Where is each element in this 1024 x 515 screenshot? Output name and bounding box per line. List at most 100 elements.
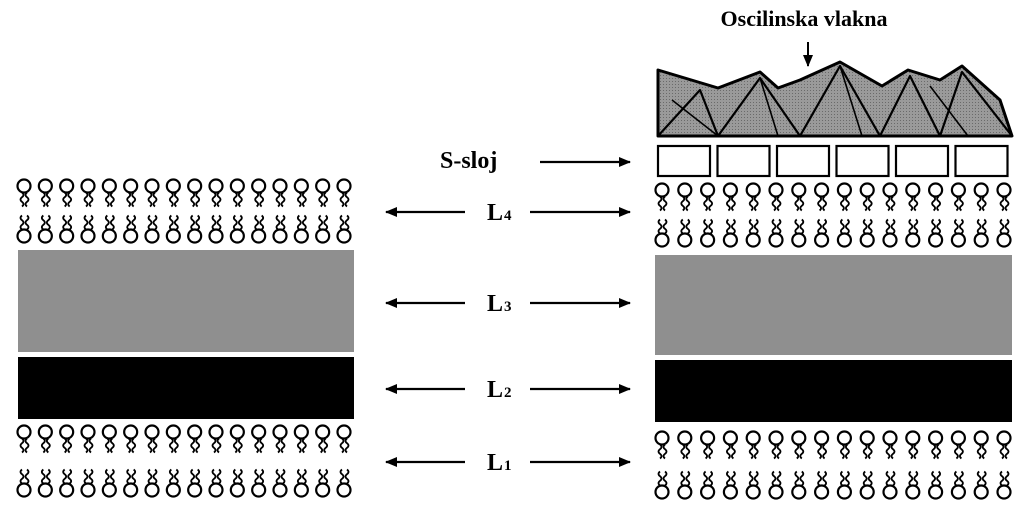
lipid-molecule <box>927 182 944 248</box>
lipid-molecule <box>293 424 309 498</box>
lipid-tail-icon <box>62 468 68 485</box>
lipid-tail-icon <box>931 443 936 460</box>
lipid-tail-icon <box>280 191 286 208</box>
lipid-tail-icon <box>817 470 822 487</box>
lipid-tail-icon <box>45 437 51 454</box>
lipid-head-icon <box>996 182 1012 198</box>
lipid-tail-icon <box>1004 218 1010 235</box>
lipid-tail-icon <box>19 214 25 231</box>
lipid-tail-icon <box>168 191 174 208</box>
lipid-head-icon <box>187 482 203 498</box>
lipid-head-icon <box>722 484 739 500</box>
lipid-tail-icon <box>862 443 868 460</box>
lipid-tail-icon <box>254 468 260 485</box>
lipid-tail-icon <box>168 437 174 454</box>
lipid-tail-icon <box>913 195 919 212</box>
lipid-tail-icon <box>88 191 94 208</box>
lipid-head-icon <box>654 484 670 500</box>
lipid-head-icon <box>677 484 693 500</box>
lipid-tail-icon <box>708 218 713 235</box>
lipid-tail-icon <box>890 443 896 460</box>
lipid-head-icon <box>144 482 160 498</box>
lipid-tail-icon <box>771 443 777 460</box>
lipid-tail-icon <box>680 470 686 487</box>
lipid-head-icon <box>315 482 331 498</box>
lipid-tail-icon <box>126 214 132 231</box>
lipid-head-icon <box>996 232 1012 248</box>
lipid-tail-icon <box>211 191 217 208</box>
lipid-tail-icon <box>232 214 238 231</box>
lipid-head-icon <box>123 228 139 244</box>
lipid-tail-icon <box>344 437 350 454</box>
lipid-head-icon <box>791 182 807 198</box>
lipid-tail-icon <box>45 468 51 485</box>
lipid-tail-icon <box>190 468 196 485</box>
lipid-molecule <box>315 424 331 498</box>
lipid-tail-icon <box>126 468 132 485</box>
lipid-molecule <box>813 182 830 248</box>
lipid-tail-icon <box>195 214 201 231</box>
lipid-head-icon <box>973 484 989 500</box>
lipid-tail-icon <box>131 214 137 231</box>
lipid-tail-icon <box>794 218 800 235</box>
lipid-tail-icon <box>748 218 754 235</box>
lipid-tail-icon <box>726 470 731 487</box>
lipid-tail-icon <box>799 218 805 235</box>
lipid-molecule <box>187 178 203 244</box>
lipid-tail-icon <box>275 468 281 485</box>
lipid-tail-icon <box>1004 195 1010 212</box>
lipid-tail-icon <box>24 214 30 231</box>
lipid-head-icon <box>272 424 288 440</box>
lipid-tail-icon <box>771 195 777 212</box>
lipid-tail-icon <box>147 191 153 208</box>
lipid-head-icon <box>165 482 181 498</box>
lipid-tail-icon <box>173 191 179 208</box>
lipid-head-icon <box>315 424 331 440</box>
lipid-molecule <box>836 430 853 500</box>
lipid-tail-icon <box>913 218 919 235</box>
lipid-head-icon <box>677 430 693 446</box>
lipid-molecule <box>80 178 96 244</box>
s-layer-label-group: S-sloj <box>440 148 631 174</box>
l2-label-group: L2 <box>385 377 631 403</box>
lipid-tail-icon <box>908 470 914 487</box>
s-layer-unit <box>716 144 771 178</box>
lipid-head-icon <box>37 482 53 498</box>
lipid-tail-icon <box>753 218 759 235</box>
lipid-molecule <box>973 430 989 500</box>
lipid-tail-icon <box>845 195 850 212</box>
lipid-tail-icon <box>173 468 179 485</box>
lipid-head-icon <box>791 232 807 248</box>
lipid-head-icon <box>315 228 331 244</box>
lipid-tail-icon <box>885 195 891 212</box>
lipid-head-icon <box>59 178 75 194</box>
lipid-molecule <box>905 430 921 500</box>
l4-label: L4 <box>487 200 512 226</box>
lipid-molecule <box>859 182 875 248</box>
s-layer-unit <box>894 144 950 178</box>
lipid-head-icon <box>336 178 352 194</box>
lipid-tail-icon <box>794 470 800 487</box>
lipid-molecule <box>745 182 761 248</box>
lipid-head-icon <box>229 228 245 244</box>
lipid-molecule <box>16 178 32 244</box>
lipid-tail-icon <box>708 470 713 487</box>
lipid-tail-icon <box>318 214 324 231</box>
lipid-tail-icon <box>999 218 1005 235</box>
lipid-molecule <box>768 182 784 248</box>
lipid-head-icon <box>813 232 830 248</box>
lipid-tail-icon <box>190 214 196 231</box>
lipid-tail-icon <box>190 437 196 454</box>
lipid-head-icon <box>768 484 784 500</box>
lipid-tail-icon <box>936 443 941 460</box>
lipid-tail-icon <box>259 214 265 231</box>
lipid-molecule <box>101 424 117 498</box>
lipid-tail-icon <box>885 470 891 487</box>
lipid-molecule <box>654 430 670 500</box>
lipid-tail-icon <box>83 191 89 208</box>
lipid-head-icon <box>123 482 139 498</box>
lipid-tail-icon <box>959 470 964 487</box>
lipid-molecule <box>927 430 944 500</box>
lipid-head-icon <box>165 424 181 440</box>
